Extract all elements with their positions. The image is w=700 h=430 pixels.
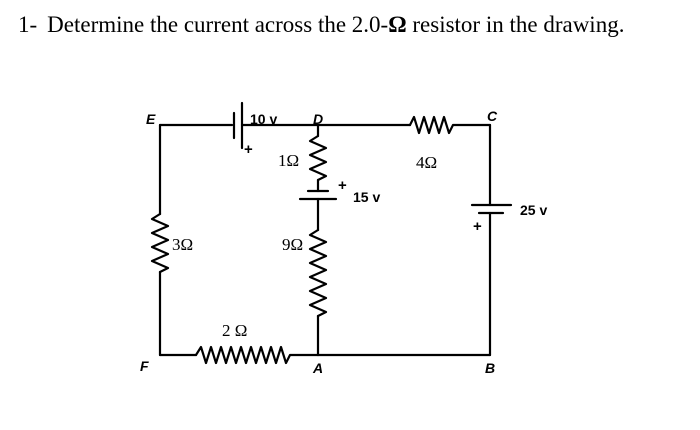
battery-25v-plus: +	[473, 218, 482, 235]
question-text-before: Determine the current across the 2.0-	[47, 12, 389, 37]
question-text: 1- Determine the current across the 2.0-Ω…	[18, 12, 624, 38]
battery-label-15v: 15 v	[353, 189, 380, 205]
resistor-9-zigzag	[308, 228, 328, 318]
battery-label-25v: 25 v	[520, 202, 547, 218]
battery-15v-plus: +	[338, 177, 347, 194]
resistor-label-4: 4Ω	[416, 153, 437, 172]
resistor-2-zigzag	[194, 345, 320, 365]
resistor-label-2: 2 Ω	[222, 321, 247, 340]
resistor-label-1: 1Ω	[278, 151, 299, 170]
resistor-label-3: 3Ω	[172, 235, 193, 254]
question-number: 1-	[18, 12, 38, 37]
node-label-f: F	[140, 358, 149, 374]
battery-label-10v: 10 v	[250, 111, 277, 127]
node-label-e: E	[146, 111, 156, 127]
resistor-1-zigzag	[308, 134, 328, 182]
question-omega: Ω	[388, 12, 407, 37]
question-text-after: resistor in the drawing.	[406, 12, 625, 37]
node-label-b: B	[485, 360, 495, 376]
resistor-label-9: 9Ω	[282, 235, 303, 254]
node-label-c: C	[487, 108, 498, 124]
battery-10v-plus: +	[244, 141, 253, 158]
resistor-4-zigzag	[408, 115, 492, 135]
resistor-3-zigzag	[150, 212, 170, 274]
node-label-d: D	[313, 111, 323, 127]
node-label-a: A	[312, 360, 323, 376]
